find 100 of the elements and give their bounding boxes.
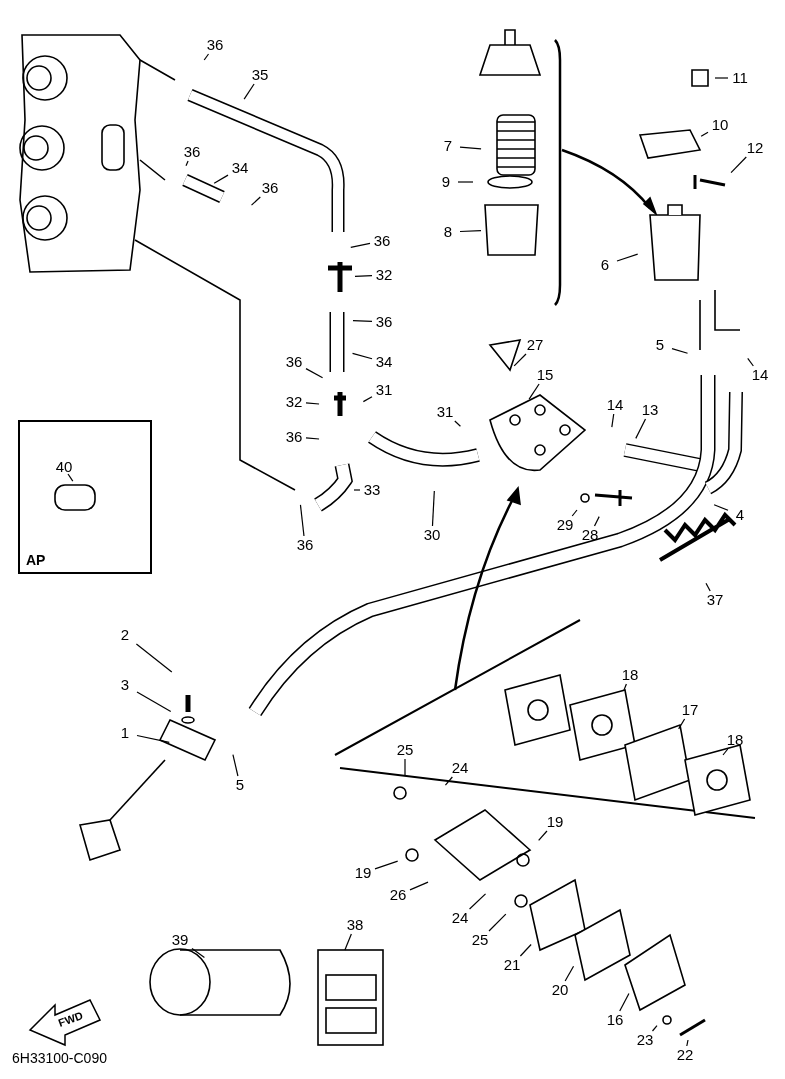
callout-number: 36 (282, 429, 306, 445)
callout-number: 36 (293, 537, 317, 553)
callout-number: 22 (673, 1047, 697, 1063)
fwd-label: FWD (56, 1009, 85, 1029)
leader-line (454, 420, 462, 427)
callout-number: 36 (372, 314, 396, 330)
leader-line (250, 196, 261, 206)
callout-number: 14 (748, 367, 772, 383)
callout-number: 2 (113, 627, 137, 643)
leader-line (747, 357, 754, 367)
callout-number: 40 (52, 459, 76, 475)
leader-line (352, 320, 373, 323)
callout-number: 23 (633, 1032, 657, 1048)
leader-line (305, 368, 324, 379)
callout-number: 24 (448, 760, 472, 776)
callout-number: 32 (372, 267, 396, 283)
leader-line (459, 146, 482, 150)
leader-line (519, 943, 532, 957)
leader-line (374, 860, 399, 870)
leader-line (705, 582, 711, 592)
callout-number: 15 (533, 367, 557, 383)
callout-number: 4 (728, 507, 752, 523)
leader-line (350, 242, 371, 248)
callout-number: 20 (548, 982, 572, 998)
leader-line (305, 402, 320, 405)
leader-line (232, 754, 239, 777)
leader-line (203, 53, 210, 61)
callout-number: 33 (360, 482, 384, 498)
inset-label: AP (26, 552, 46, 568)
callout-number: 36 (180, 144, 204, 160)
callout-number: 36 (282, 354, 306, 370)
callout-number: 16 (603, 1012, 627, 1028)
callout-number: 25 (468, 932, 492, 948)
callout-number: 12 (743, 140, 767, 156)
callout-number: 31 (433, 404, 457, 420)
callout-number: 35 (248, 67, 272, 83)
callout-number: 18 (723, 732, 747, 748)
callout-number: 18 (618, 667, 642, 683)
callout-number: 36 (258, 180, 282, 196)
callout-number: 30 (420, 527, 444, 543)
leader-line (651, 1025, 658, 1032)
callout-number: 14 (603, 397, 627, 413)
leader-line (457, 181, 474, 183)
leader-line (722, 748, 729, 756)
callout-number: 13 (638, 402, 662, 418)
callout-number: 31 (372, 382, 396, 398)
leader-line (671, 348, 689, 354)
leader-line (513, 353, 527, 367)
leader-line (528, 383, 540, 400)
leader-line (635, 418, 647, 439)
leader-line (619, 992, 630, 1012)
callout-number: 36 (203, 37, 227, 53)
leader-line (616, 253, 639, 262)
callout-number: 26 (386, 887, 410, 903)
callout-number: 27 (523, 337, 547, 353)
callout-number: 34 (372, 354, 396, 370)
leader-line (344, 933, 352, 951)
callout-number: 17 (678, 702, 702, 718)
leader-line (243, 83, 255, 100)
inset-frame (18, 420, 152, 574)
leader-line (538, 830, 548, 841)
callout-number: 6 (593, 257, 617, 273)
callout-number: 19 (543, 814, 567, 830)
leader-line (409, 881, 429, 891)
leader-line (136, 691, 172, 713)
callout-number: 3 (113, 677, 137, 693)
callout-number: 39 (168, 932, 192, 948)
callout-number: 24 (448, 910, 472, 926)
callout-number: 28 (578, 527, 602, 543)
leader-line (354, 274, 373, 277)
leader-line (305, 437, 320, 440)
leader-line (353, 489, 361, 491)
leader-line (730, 156, 747, 174)
leader-line (351, 352, 373, 360)
callout-number: 34 (228, 160, 252, 176)
callout-number: 36 (370, 233, 394, 249)
callout-number: 9 (434, 174, 458, 190)
callout-number: 5 (228, 777, 252, 793)
part-number: 6H33100-C090 (12, 1050, 107, 1066)
callout-number: 25 (393, 742, 417, 758)
leader-line (299, 504, 305, 537)
leader-line (714, 77, 729, 79)
leader-line (468, 893, 487, 910)
leader-line (459, 229, 482, 233)
callout-number: 8 (436, 224, 460, 240)
leader-line (191, 947, 205, 959)
leader-line (136, 734, 170, 743)
leader-line (213, 174, 229, 184)
leader-line (404, 758, 406, 776)
callout-number: 7 (436, 138, 460, 154)
callout-number: 1 (113, 725, 137, 741)
leader-line (135, 643, 173, 673)
callout-number: 37 (703, 592, 727, 608)
leader-line (700, 131, 709, 137)
leader-line (713, 504, 729, 511)
leader-line (593, 516, 600, 527)
leader-line (362, 396, 373, 403)
leader-line (611, 413, 615, 428)
leader-line (67, 473, 74, 482)
callout-number: 32 (282, 394, 306, 410)
